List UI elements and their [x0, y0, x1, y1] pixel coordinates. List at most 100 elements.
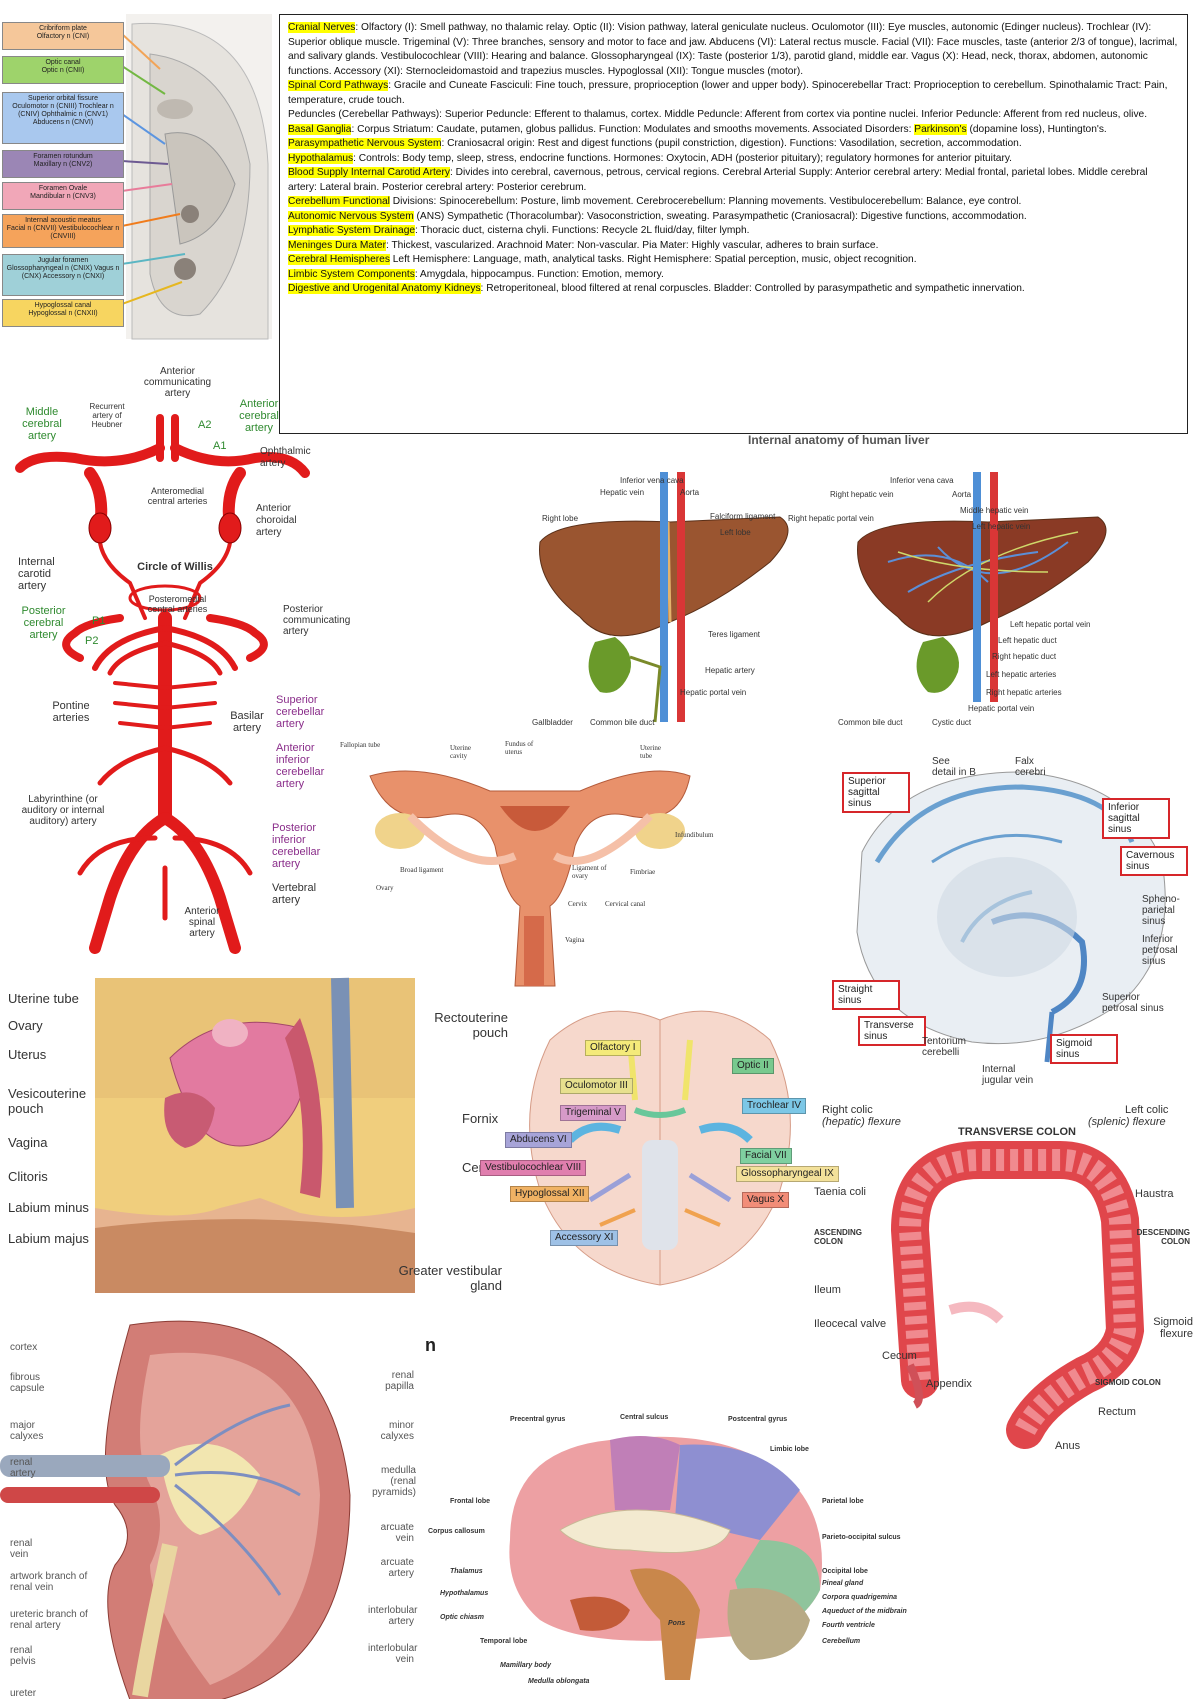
sinus-label: Inferior sagittal sinus [1102, 798, 1170, 839]
note-text: Peduncles (Cerebellar Pathways): Superio… [288, 109, 1148, 120]
willis-arteries [15, 414, 310, 954]
liver-left-label: Right lobe [542, 514, 579, 523]
note-text: : Retroperitoneal, blood filtered at ren… [480, 283, 1025, 294]
kidney-label: interlobular vein [368, 1643, 418, 1665]
liver-title: Internal anatomy of human liver [748, 433, 930, 447]
sinus-label: Sigmoid sinus [1050, 1034, 1118, 1064]
willis-pontine-label: Pontine arteries [52, 700, 90, 724]
kidney-label: artwork branch of renal vein [10, 1571, 88, 1593]
pelvis-label: Uterus [8, 1047, 47, 1062]
uterus-label: Uterine cavity [450, 744, 471, 760]
note-paragraph: Hypothalamus: Controls: Body temp, sleep… [288, 152, 1179, 167]
skull-base-illustration [121, 14, 272, 340]
liver-left-label: Hepatic portal vein [680, 688, 747, 697]
willis-basilar-label: Basilar artery [230, 710, 264, 734]
willis-labyrinthine-label: Labyrinthine (or auditory or internal au… [21, 794, 105, 827]
kidney-label: major calyxes [10, 1420, 44, 1442]
liver-left-label: Hepatic artery [705, 666, 755, 675]
skull-tag-title: Foramen rotundum [33, 153, 93, 160]
pelvis-label: Rectouterine pouch [434, 1010, 508, 1040]
cranial-nerve-tag: Abducens VI [505, 1132, 572, 1148]
colon-label: Right colic [822, 1104, 873, 1116]
cranial-nerve-tag: Hypoglossal XII [510, 1186, 590, 1202]
note-paragraph: Parasympathetic Nervous System: Craniosa… [288, 137, 1179, 152]
kidney-label: ureteric branch of renal artery [10, 1609, 88, 1631]
kidney-illustration [0, 1320, 351, 1699]
note-text: : Thickest, vascularized. Arachnoid Mate… [385, 239, 879, 251]
uterus-label: Infundibulum [675, 831, 714, 839]
colon-label: Rectum [1098, 1406, 1136, 1418]
pelvis-label: Labium minus [8, 1200, 89, 1215]
willis-aca-label: Anterior cerebral artery [239, 398, 279, 434]
liver-illustration-right [857, 472, 1107, 702]
note-paragraph: Peduncles (Cerebellar Pathways): Superio… [288, 108, 1179, 123]
colon-label: ASCENDING COLON [814, 1228, 863, 1246]
kidney-label: arcuate artery [380, 1557, 414, 1579]
skull-tag-nerve: Maxillary n (CNV2) [33, 161, 93, 168]
note-text: : Controls: Body temp, sleep, stress, en… [353, 152, 1013, 164]
willis-aica-label: Anterior inferior cerebellar artery [276, 742, 325, 790]
willis-anteromedial-label: Anteromedial central arteries [147, 486, 208, 506]
skull-tag-title: Optic canal [45, 59, 81, 66]
willis-sca-label: Superior cerebellar artery [276, 694, 325, 730]
note-paragraph: Limbic System Components: Amygdala, hipp… [288, 268, 1179, 283]
skull-tag-title: Foramen Ovale [38, 185, 88, 192]
liver-left-label: Hepatic vein [600, 488, 645, 497]
brain-label: Pons [668, 1620, 686, 1627]
brain-label: Temporal lobe [480, 1638, 528, 1645]
note-paragraph: Spinal Cord Pathways: Gracile and Cuneat… [288, 79, 1179, 108]
brain-label: Aqueduct of the midbrain [822, 1608, 907, 1615]
note-heading: Cranial Nerves [288, 22, 356, 33]
stray-letter: n [425, 1335, 436, 1355]
colon-label: Cecum [882, 1350, 917, 1362]
willis-pica-label: Posterior inferior cerebellar artery [272, 822, 321, 870]
willis-anterior-communicating-label: Anterior communicating artery [143, 366, 212, 399]
cranial-nerve-tag: Optic II [732, 1058, 774, 1074]
colon-label: (hepatic) flexure [822, 1116, 901, 1128]
liver-left-label: Falciform ligament [710, 512, 776, 521]
pelvis-label: Vagina [8, 1135, 48, 1150]
uterus-label: Ovary [376, 884, 394, 892]
note-paragraph: Basal Ganglia: Corpus Striatum: Caudate,… [288, 123, 1179, 138]
liver-right-label: Right hepatic arteries [986, 688, 1062, 697]
uterus-label: Broad ligament [400, 866, 444, 874]
willis-mca-label: Middle cerebral artery [22, 406, 62, 442]
brain-label: Limbic lobe [770, 1446, 809, 1453]
skull-tag-title: Internal acoustic meatus [25, 217, 101, 224]
willis-ica-label: Internal carotid artery [18, 556, 55, 592]
colon-label: Taenia coli [814, 1186, 866, 1198]
liver-right-label: Cystic duct [932, 718, 972, 727]
note-text: : Divides into cerebral, cavernous, petr… [288, 167, 1148, 193]
pelvis-label: Ovary [8, 1018, 43, 1033]
kidney-label: renal artery [10, 1457, 36, 1479]
willis-a2-label: A2 [198, 419, 212, 431]
note-text: Left Hemisphere: Language, math, analyti… [389, 254, 917, 265]
pelvis-label: Labium majus [8, 1231, 89, 1246]
uterus-label: Fimbriae [630, 868, 656, 876]
uterus-label: Uterine tube [640, 744, 661, 760]
skull-tag-nerve: Facial n (CNVII) Vestibulocochlear n (CN… [6, 225, 120, 240]
note-paragraph: Blood Supply Internal Carotid Artery: Di… [288, 166, 1179, 195]
colon-label: DESCENDING COLON [1136, 1228, 1190, 1246]
note-text: : Gracile and Cuneate Fasciculi: Fine to… [288, 80, 1168, 106]
dural-sinus-illustration [856, 771, 1166, 1063]
uterus-illustration [369, 770, 691, 987]
brain-label: Corpus callosum [428, 1528, 485, 1535]
skull-tag-nerve: Optic n (CNII) [41, 67, 85, 74]
cranial-nerve-tag: Trigeminal V [560, 1105, 626, 1121]
skull-tag-title: Jugular foramen [37, 257, 89, 264]
sagittal-brain-illustration [509, 1436, 822, 1680]
kidney-label: fibrous capsule [10, 1372, 45, 1394]
note-paragraph: Digestive and Urogenital Anatomy Kidneys… [288, 282, 1179, 297]
willis-recurrent-label: Recurrent artery of Heubner [89, 402, 125, 429]
kidney-label: arcuate vein [380, 1522, 414, 1544]
brain-label: Medulla oblongata [528, 1678, 590, 1685]
colon-label: Ileocecal valve [814, 1318, 887, 1330]
